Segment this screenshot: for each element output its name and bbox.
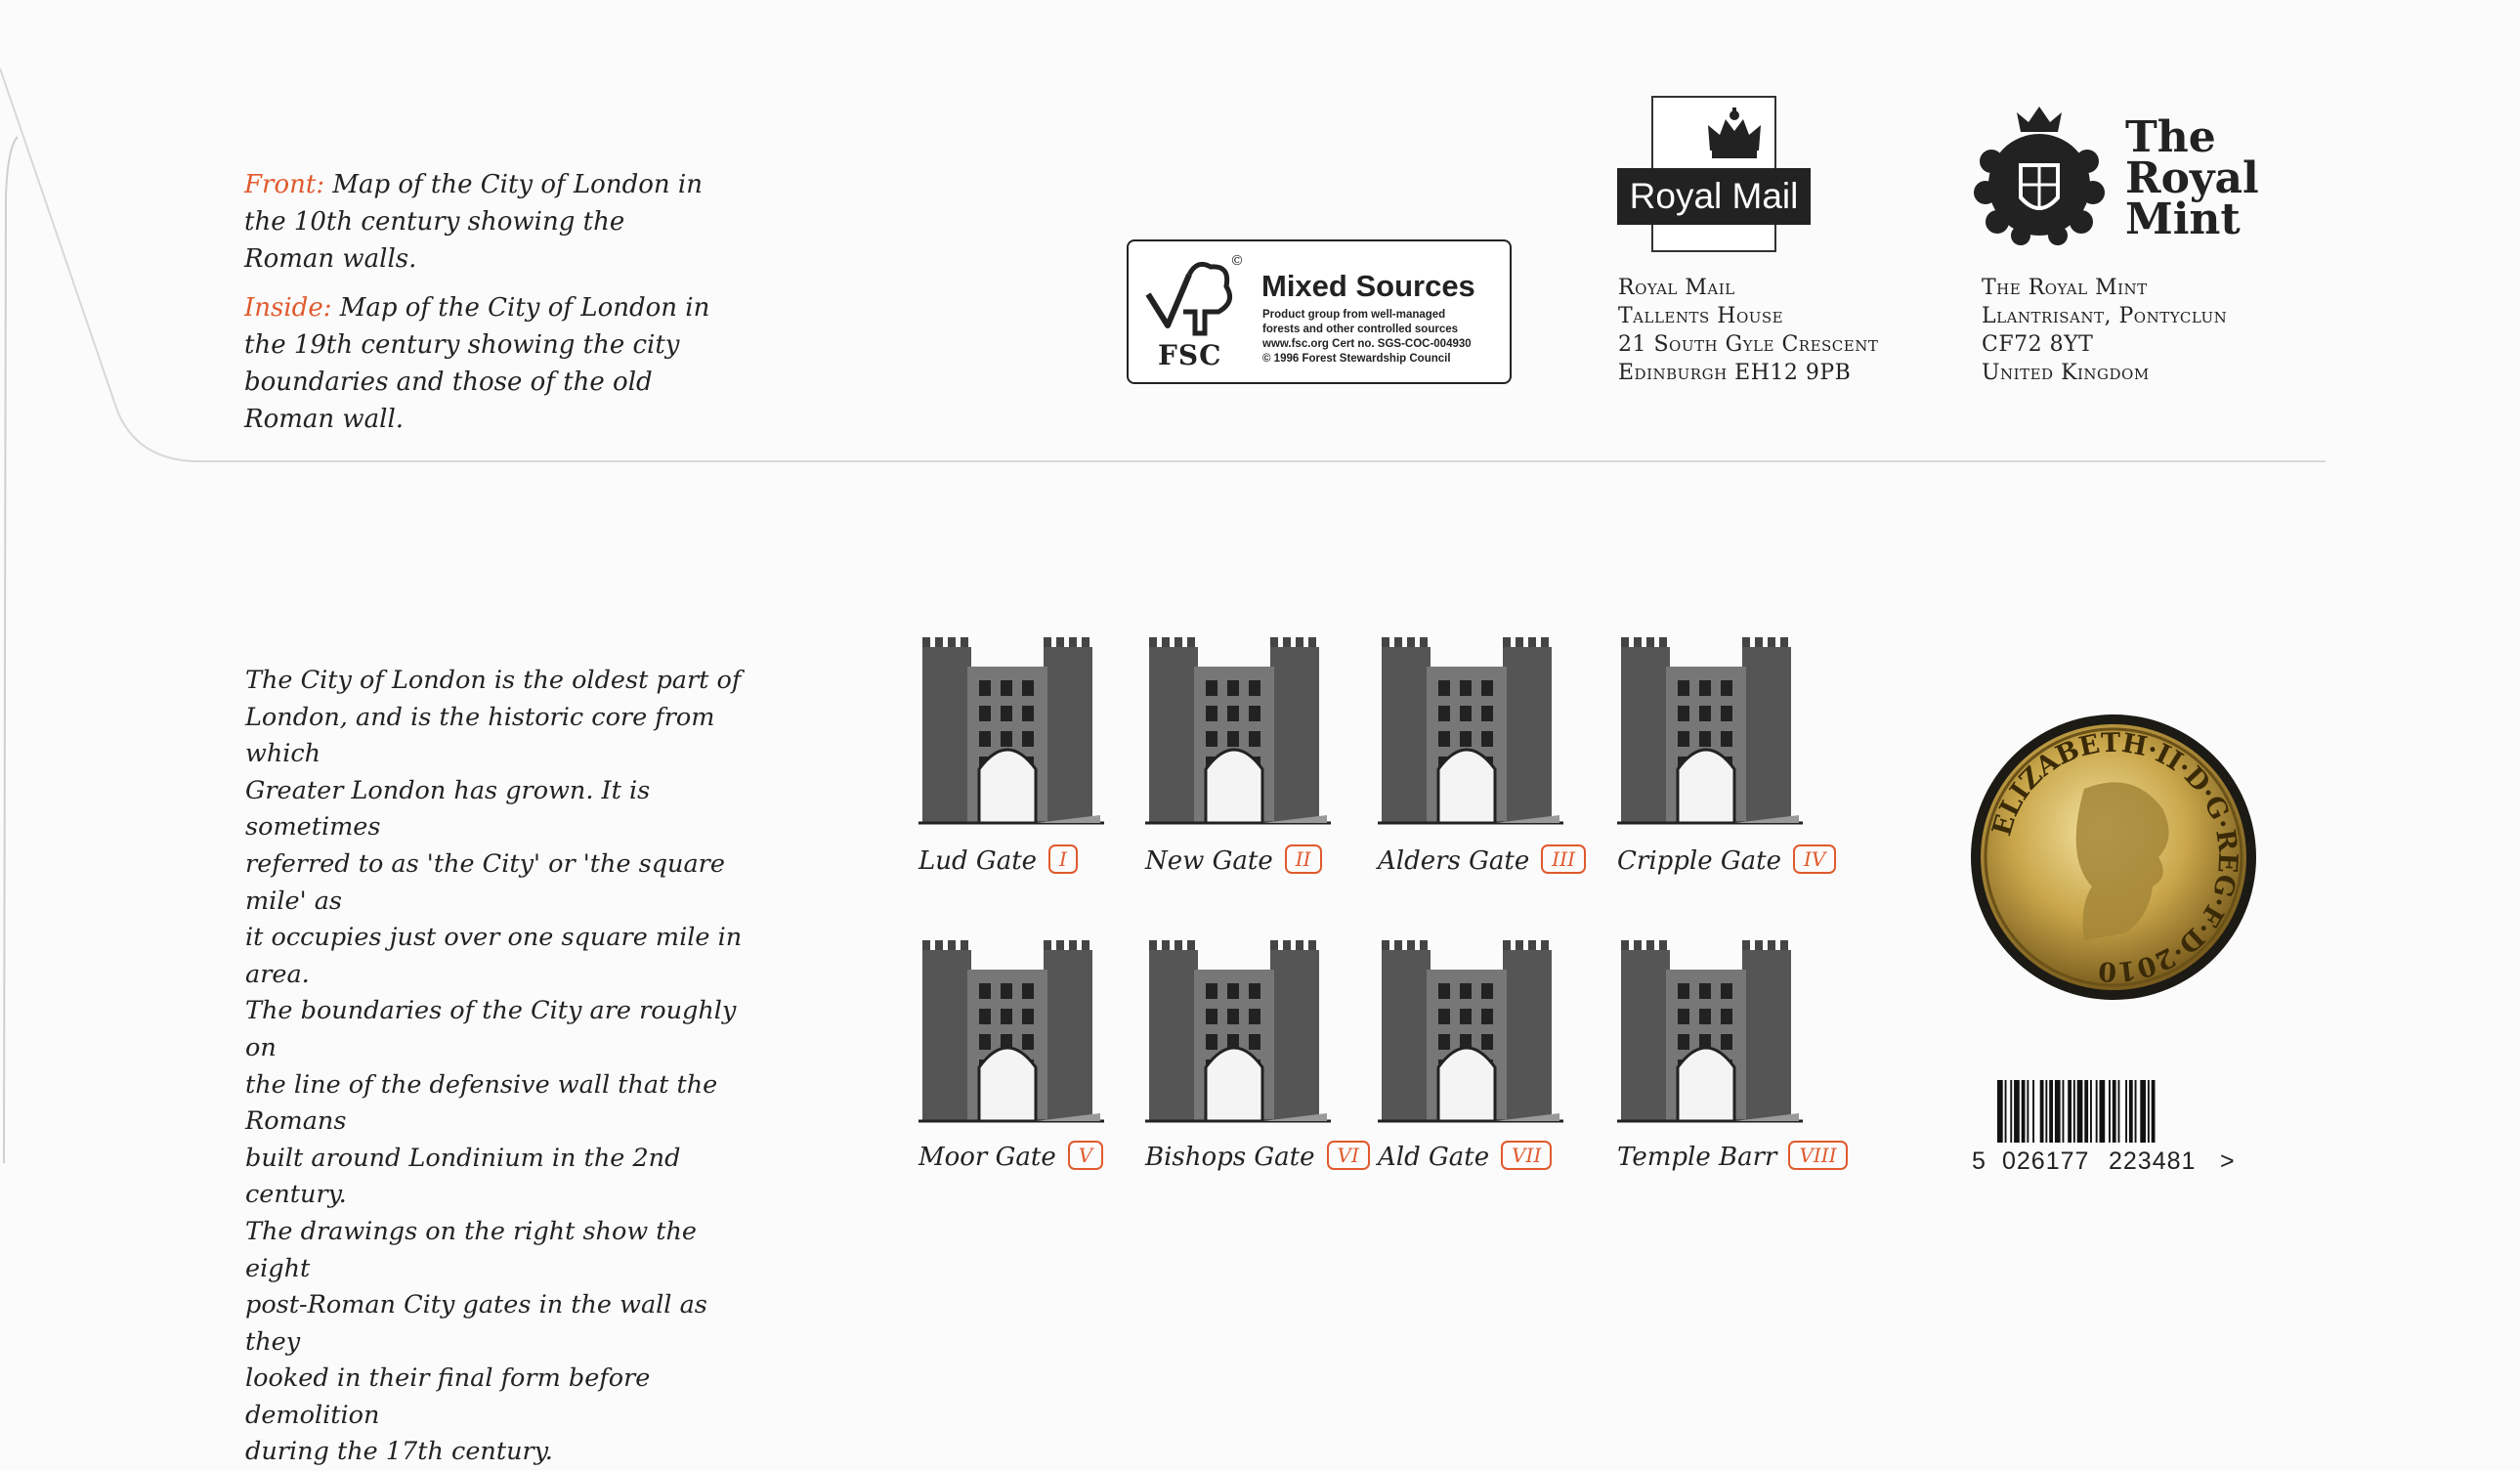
description-line: post-Roman City gates in the wall as the…: [245, 1290, 707, 1357]
gate-label: Bishops Gate VI: [1145, 1141, 1370, 1172]
description-line: London, and is the historic core from wh…: [245, 702, 715, 769]
fsc-line-4: © 1996 Forest Stewardship Council: [1262, 353, 1451, 365]
description-line: The drawings on the right show the eight: [245, 1216, 698, 1283]
gate-name: Cripple Gate: [1617, 846, 1781, 876]
gate-2: New Gate II: [1145, 598, 1331, 876]
gate-label: Cripple Gate IV: [1617, 844, 1837, 876]
royal-mail-address: Royal Mail Tallents House 21 South Gyle …: [1618, 274, 1878, 387]
gate-drawing: [1617, 940, 1803, 1123]
gate-name: Bishops Gate: [1145, 1143, 1315, 1172]
description-line: Greater London has grown. It is sometime…: [245, 775, 651, 843]
barcode-digits-group-2: 223481: [2109, 1147, 2197, 1175]
royal-mint-logo-text: The Royal Mint: [2125, 112, 2259, 244]
royal-mint-logo-line: The: [2125, 112, 2216, 162]
gate-numeral-badge: VIII: [1788, 1141, 1848, 1170]
inside-label: Inside:: [244, 293, 332, 323]
gate-name: Alders Gate: [1378, 846, 1530, 876]
gate-8: Temple Barr VIII: [1617, 921, 1848, 1172]
gate-name: Moor Gate: [918, 1143, 1056, 1172]
gate-numeral-badge: IV: [1793, 844, 1837, 874]
description-line: The City of London is the oldest part of: [245, 666, 742, 695]
envelope-flap-outline: [0, 67, 2326, 1164]
royal-mint-address: The Royal Mint Llantrisant, Pontyclun CF…: [1982, 274, 2227, 387]
gate-numeral-badge: III: [1541, 844, 1586, 874]
fsc-mixed-sources-label: © FSC Mixed Sources Product group from w…: [1127, 239, 1512, 384]
barcode-digits-group-1: 026177: [2002, 1147, 2090, 1175]
fsc-line-1: Product group from well-managed: [1262, 309, 1446, 321]
description-line: built around Londinium in the 2nd centur…: [245, 1143, 681, 1210]
description-line: during the 17th century.: [245, 1437, 553, 1467]
royal-mint-logo-line: Royal: [2125, 153, 2259, 203]
gate-label: Alders Gate III: [1378, 844, 1586, 876]
gate-label: Temple Barr VIII: [1617, 1141, 1848, 1172]
gate-label: New Gate II: [1145, 844, 1322, 876]
gate-4: Cripple Gate IV: [1617, 598, 1837, 876]
gate-name: New Gate: [1145, 846, 1273, 876]
city-of-london-description: The City of London is the oldest part of…: [245, 663, 744, 1471]
gate-drawing: [1378, 637, 1563, 825]
gate-drawing: [918, 940, 1104, 1123]
gate-drawing: [918, 637, 1104, 825]
inside-note: Inside: Map of the City of London in the…: [244, 289, 713, 438]
fsc-line-2: forests and other controlled sources: [1262, 324, 1459, 335]
gate-numeral-badge: VI: [1326, 1141, 1370, 1170]
royal-mint-address-line: United Kingdom: [1982, 361, 2150, 385]
fsc-line-3: www.fsc.org Cert no. SGS-COC-004930: [1262, 338, 1472, 350]
gate-label: Ald Gate VII: [1378, 1141, 1553, 1172]
royal-mail-address-line: Edinburgh EH12 9PB: [1618, 361, 1852, 385]
gate-name: Ald Gate: [1378, 1143, 1490, 1172]
royal-mint-address-line: The Royal Mint: [1982, 276, 2148, 300]
royal-mint-logo-line: Mint: [2125, 195, 2241, 244]
fsc-logo-text: FSC: [1158, 339, 1222, 371]
front-text: Map of the City of London in the 10th ce…: [244, 170, 703, 274]
barcode-first-digit: 5: [1972, 1147, 1986, 1175]
fsc-copyright-mark: ©: [1230, 253, 1244, 269]
gate-1: Lud Gate I: [918, 598, 1104, 876]
royal-mint-crest-icon: [1974, 107, 2105, 245]
fsc-tree-check-icon: [1145, 261, 1233, 336]
gate-label: Lud Gate I: [918, 844, 1078, 876]
pound-coin-image: ELIZABETH·II·D·G·REG·F·D·2010: [1971, 714, 2256, 1000]
royal-mint-address-line: Llantrisant, Pontyclun: [1982, 304, 2228, 328]
gate-drawing: [1617, 637, 1803, 825]
barcode-end-mark: >: [2220, 1147, 2236, 1175]
royal-mail-address-line: Royal Mail: [1618, 276, 1735, 300]
gate-3: Alders Gate III: [1378, 598, 1586, 876]
gate-numeral-badge: II: [1284, 844, 1322, 874]
front-note: Front: Map of the City of London in the …: [244, 166, 713, 278]
gate-6: Bishops Gate VI: [1145, 921, 1370, 1172]
map-notes: Front: Map of the City of London in the …: [244, 166, 713, 450]
gate-5: Moor Gate V: [918, 921, 1104, 1172]
gate-drawing: [1145, 940, 1331, 1123]
description-line: looked in their final form before demoli…: [245, 1363, 651, 1430]
royal-mail-logo-text: Royal Mail: [1617, 168, 1811, 225]
description-line: the line of the defensive wall that the …: [245, 1069, 718, 1137]
fsc-title: Mixed Sources: [1261, 269, 1475, 303]
gate-numeral-badge: I: [1048, 844, 1078, 874]
royal-mint-address-line: CF72 8YT: [1982, 332, 2094, 357]
gate-drawing: [1145, 637, 1331, 825]
gate-numeral-badge: V: [1067, 1141, 1104, 1170]
description-line: The boundaries of the City are roughly o…: [245, 996, 737, 1062]
gate-7: Ald Gate VII: [1378, 921, 1563, 1172]
royal-mail-crown-icon: [1708, 108, 1761, 158]
gate-name: Lud Gate: [918, 846, 1038, 876]
inside-text: Map of the City of London in the 19th ce…: [244, 293, 710, 434]
gate-numeral-badge: VII: [1501, 1141, 1553, 1170]
description-line: it occupies just over one square mile in…: [245, 923, 743, 989]
front-label: Front:: [244, 170, 325, 199]
royal-mail-address-line: Tallents House: [1618, 304, 1784, 328]
royal-mail-address-line: 21 South Gyle Crescent: [1618, 332, 1879, 357]
gate-drawing: [1378, 940, 1563, 1123]
barcode-image: [1997, 1080, 2156, 1143]
gate-label: Moor Gate V: [918, 1141, 1104, 1172]
gate-name: Temple Barr: [1617, 1143, 1777, 1172]
description-line: referred to as 'the City' or 'the square…: [245, 848, 725, 916]
